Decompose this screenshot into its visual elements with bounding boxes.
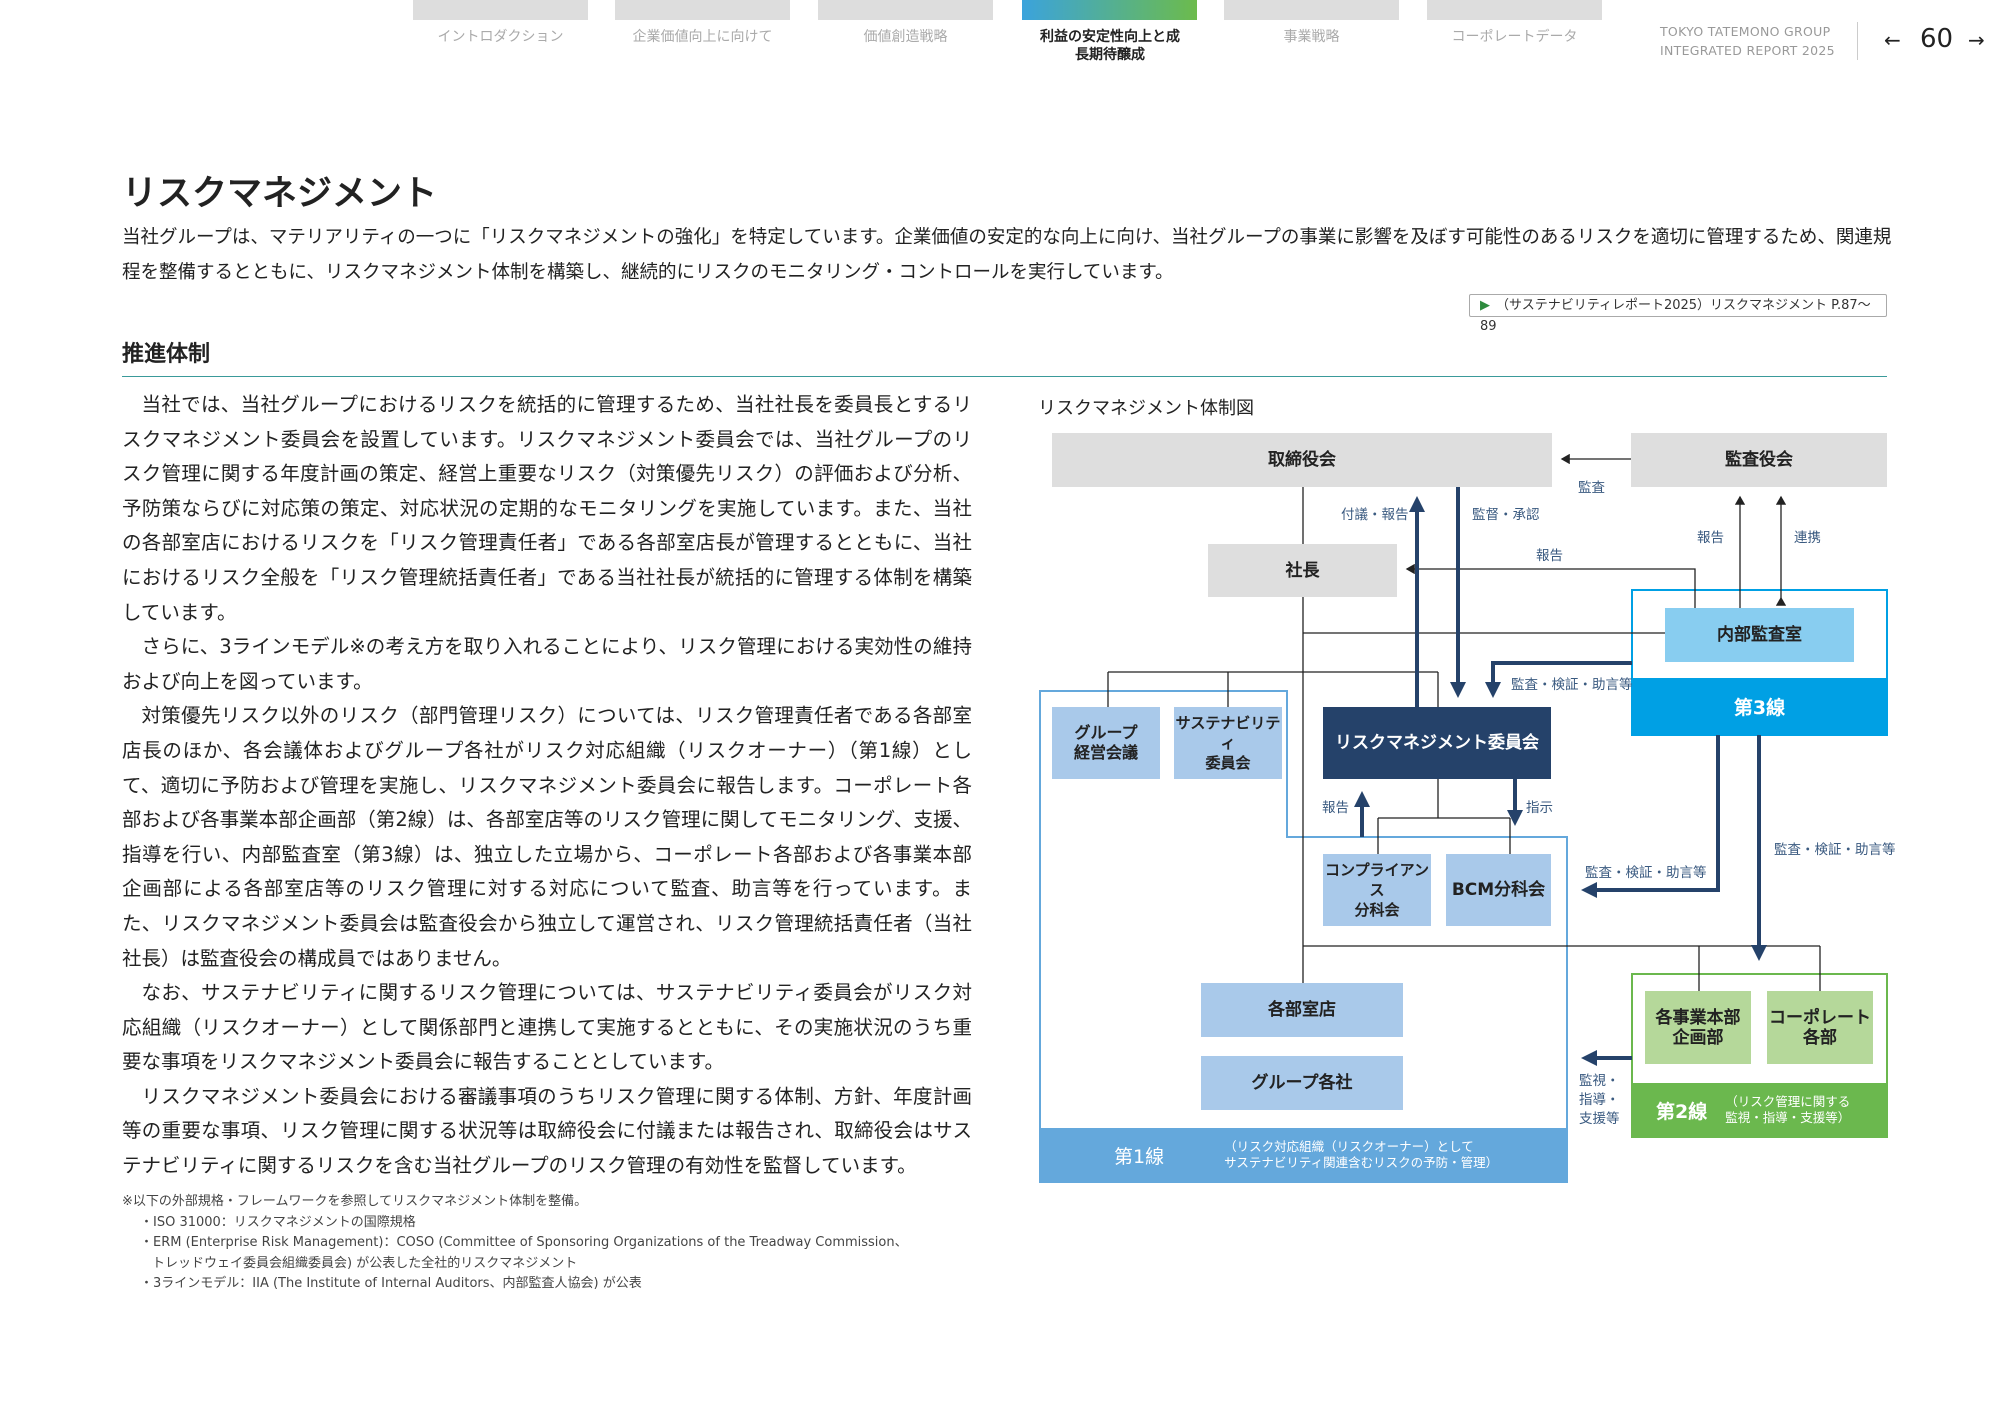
intro-text: 当社グループは、マテリアリティの一つに「リスクマネジメントの強化」を特定していま…: [122, 227, 1892, 283]
label-report-auditors: 報告: [1697, 530, 1724, 546]
line3-band: 第3線: [1632, 678, 1887, 735]
tab-profit-stability[interactable]: 利益の安定性向上と成長期待醸成: [1040, 29, 1180, 63]
tab-bar-business[interactable]: [1224, 0, 1399, 20]
footnote: ・3ラインモデル：IIA (The Institute of Internal …: [140, 1276, 642, 1291]
group-management-box: グループ 経営会議: [1052, 707, 1160, 779]
line2-desc: （リスク管理に関する 監視・指導・支援等）: [1725, 1094, 1851, 1125]
line2-label: 第2線: [1656, 1100, 1708, 1123]
internal-audit-box: 内部監査室: [1665, 608, 1854, 662]
tab-bar-corporate[interactable]: [1427, 0, 1602, 20]
diagram-title: リスクマネジメント体制図: [1038, 398, 1254, 419]
label-supervise-approve: 監督・承認: [1472, 507, 1540, 523]
line2-band: 第2線 （リスク管理に関する 監視・指導・支援等）: [1632, 1083, 1887, 1137]
footnote: ・ERM (Enterprise Risk Management)：COSO (…: [140, 1235, 908, 1250]
tab-business[interactable]: 事業戦略: [1283, 29, 1340, 45]
body-text: 当社では、当社グループにおけるリスクを統括的に管理するため、当社社長を委員長とす…: [122, 388, 972, 1184]
departments-box: 各部室店: [1201, 983, 1403, 1037]
tab-corporate-data[interactable]: コーポレートデータ: [1451, 29, 1578, 45]
corporate-divisions-box: コーポレート 各部: [1767, 991, 1873, 1064]
label-audit-verify-line2: 監査・検証・助言等: [1774, 842, 1896, 858]
footnotes: ※以下の外部規格・フレームワークを参照してリスクマネジメント体制を整備。 ・IS…: [122, 1192, 908, 1295]
paragraph: 対策優先リスク以外のリスク（部門管理リスク）については、リスク管理責任者である各…: [122, 704, 972, 970]
page-title: リスクマネジメント: [122, 174, 438, 214]
line1-frame: [1039, 690, 1568, 1183]
divider: [1857, 22, 1858, 60]
tab-bar-strategy[interactable]: [818, 0, 993, 20]
president-box: 社長: [1208, 544, 1397, 597]
line1-desc: （リスク対応組織（リスクオーナー）として サステナビリティ関連含むリスクの予防・…: [1224, 1139, 1499, 1170]
section-heading: 推進体制: [122, 342, 211, 367]
footnote: トレッドウェイ委員会組織委員会) が公表した全社的リスクマネジメント: [152, 1255, 578, 1271]
link-label: （サステナビリティレポート2025）リスクマネジメント P.87～89: [1480, 298, 1871, 334]
tab-bar-intro[interactable]: [413, 0, 588, 20]
label-propose-report: 付議・報告: [1341, 507, 1409, 523]
line1-band: 第1線 （リスク対応組織（リスクオーナー）として サステナビリティ関連含むリスク…: [1040, 1128, 1567, 1182]
tab-bar-active[interactable]: [1022, 0, 1197, 20]
section-rule: [122, 376, 1887, 377]
label-cooperate: 連携: [1794, 530, 1821, 546]
bcm-subcommittee-box: BCM分科会: [1446, 854, 1551, 926]
line2-frame: [1631, 973, 1888, 1138]
board-of-directors-box: 取締役会: [1052, 433, 1552, 487]
sustainability-committee-box: サステナビリティ 委員会: [1174, 707, 1282, 779]
paragraph: なお、サステナビリティに関するリスク管理については、サステナビリティ委員会がリス…: [122, 981, 972, 1074]
prev-page-icon[interactable]: ←: [1884, 28, 1901, 52]
brand-line2: INTEGRATED REPORT 2025: [1660, 43, 1835, 58]
tab-bar-value[interactable]: [615, 0, 790, 20]
tab-strategy[interactable]: 価値創造戦略: [863, 29, 948, 45]
brand-line1: TOKYO TATEMONO GROUP: [1660, 24, 1831, 39]
page-number: 60: [1920, 24, 1954, 54]
audit-board-box: 監査役会: [1631, 433, 1887, 487]
brand: TOKYO TATEMONO GROUP INTEGRATED REPORT 20…: [1660, 22, 1835, 60]
play-icon: ▶: [1480, 298, 1490, 313]
label-monitor: 監視・ 指導・ 支援等: [1579, 1073, 1620, 1127]
line1-label: 第1線: [1114, 1145, 1165, 1168]
compliance-subcommittee-box: コンプライアンス 分科会: [1323, 854, 1431, 926]
label-instruct: 指示: [1526, 800, 1553, 816]
paragraph: さらに、3ラインモデル※の考え方を取り入れることにより、リスク管理における実効性…: [122, 635, 972, 693]
tab-intro[interactable]: イントロダクション: [437, 29, 564, 45]
footnote: ※以下の外部規格・フレームワークを参照してリスクマネジメント体制を整備。: [122, 1194, 588, 1209]
next-page-icon[interactable]: →: [1968, 28, 1985, 52]
paragraph: 当社では、当社グループにおけるリスクを統括的に管理するため、当社社長を委員長とす…: [122, 393, 972, 624]
business-planning-box: 各事業本部 企画部: [1645, 991, 1751, 1064]
tab-value[interactable]: 企業価値向上に向けて: [632, 29, 773, 45]
sustainability-report-link[interactable]: ▶（サステナビリティレポート2025）リスクマネジメント P.87～89: [1469, 294, 1887, 334]
label-audit: 監査: [1578, 480, 1605, 496]
risk-management-committee-box: リスクマネジメント委員会: [1323, 707, 1551, 779]
footnote: ・ISO 31000：リスクマネジメントの国際規格: [140, 1214, 416, 1230]
label-report-president: 報告: [1536, 548, 1563, 564]
label-report-rm: 報告: [1322, 800, 1349, 816]
group-companies-box: グループ各社: [1201, 1056, 1403, 1110]
label-audit-verify-sub: 監査・検証・助言等: [1585, 865, 1707, 881]
label-audit-verify-rm: 監査・検証・助言等: [1511, 677, 1633, 693]
paragraph: リスクマネジメント委員会における審議事項のうちリスク管理に関する体制、方針、年度…: [122, 1084, 972, 1178]
